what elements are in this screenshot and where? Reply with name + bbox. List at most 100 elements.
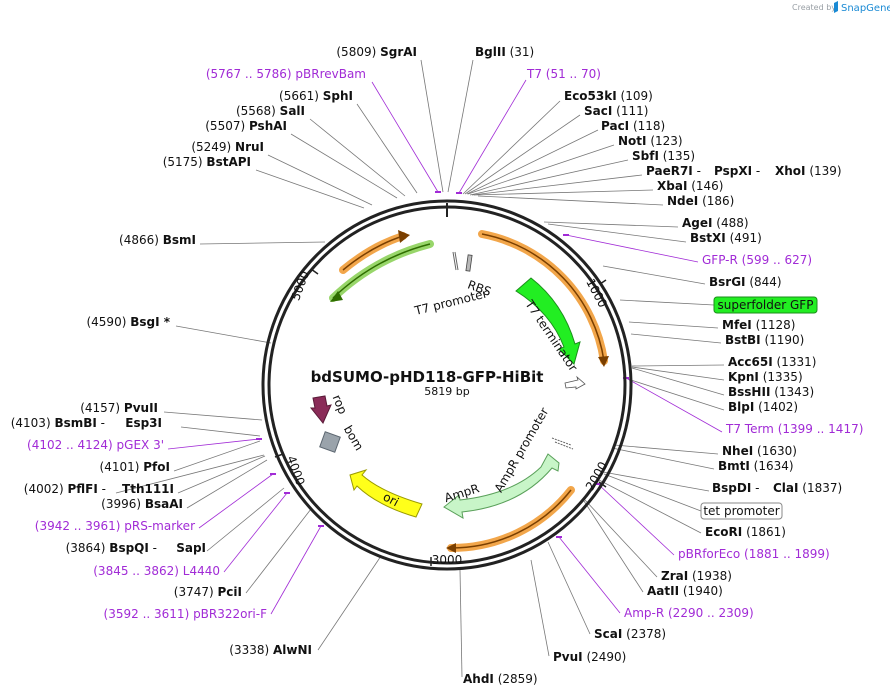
site-label-bstbi[interactable]: BstBI (1190) [725,333,804,347]
site-label-esp3i[interactable]: Esp3I [125,416,162,430]
site-label-xhoi[interactable]: XhoI (139) [775,164,842,178]
leader-line-bsaai [186,459,268,509]
site-label-pshai[interactable]: (5507) PshAI [205,119,287,133]
site-label-paer7i[interactable]: PaeR7I - [646,164,701,178]
backbone-outer-ring [261,199,633,571]
site-label-clai[interactable]: ClaI (1837) [773,481,842,495]
ring-tick-5000: 5000 [288,269,312,302]
boxed-label-superfolder-gfp[interactable]: superfolder GFP [718,298,814,312]
site-label-bspdi[interactable]: BspDI - [712,481,759,495]
site-label-kpni[interactable]: KpnI (1335) [728,370,803,384]
site-label-bstapi[interactable]: (5175) BstAPI [163,155,251,169]
leader-line-gfp-r [565,234,699,263]
leader-line-sgrai [420,59,444,193]
leader-line-pfoi [173,440,261,472]
site-label-eco53ki[interactable]: Eco53kI (109) [564,89,653,103]
leader-line-bsrgi [602,265,706,285]
primer-label-gfp-r[interactable]: GFP-R (599 .. 627) [702,253,812,267]
leader-line-aatii [583,500,644,593]
site-label-pspxi[interactable]: PspXI - [714,164,760,178]
leader-line-superfolder-gfp [619,299,715,306]
site-label-mfei[interactable]: MfeI (1128) [722,318,795,332]
ring-tick-line [274,453,284,458]
site-label-sgrai[interactable]: (5809) SgrAI [336,45,417,59]
site-label-agei[interactable]: AgeI (488) [682,216,749,230]
site-label-nhei[interactable]: NheI (1630) [722,444,797,458]
primer-label-pbrrevbam[interactable]: (5767 .. 5786) pBRrevBam [206,67,366,81]
boxed-label-tet-promoter[interactable]: tet promoter [703,504,779,518]
primer-label-amp-r[interactable]: Amp-R (2290 .. 2309) [624,606,754,620]
site-label-bsaai[interactable]: (3996) BsaAI [101,497,183,511]
site-label-sphi[interactable]: (5661) SphI [279,89,353,103]
feature-label-bom[interactable]: bom [341,423,366,453]
ring-tick-line [599,279,607,285]
leader-line-bglii [447,59,474,193]
leader-line-t7 [458,79,527,194]
site-label-pvui[interactable]: PvuI (2490) [553,650,626,664]
site-label-paci[interactable]: PacI (118) [601,119,665,133]
site-label-blpi[interactable]: BlpI (1402) [728,400,798,414]
site-label-saci[interactable]: SacI (111) [584,104,648,118]
leader-line-amp-r [558,536,621,614]
site-label-bsgi[interactable]: (4590) BsgI * [86,315,170,329]
site-label-pflfi[interactable]: (4002) PflFI - [24,482,106,496]
boxed-label-superfolder-gfp-box [713,296,818,314]
site-label-ecori[interactable]: EcoRI (1861) [705,525,786,539]
site-label-pvuii[interactable]: (4157) PvuII [80,401,158,415]
site-label-sapi[interactable]: SapI [176,541,206,555]
primer-label-pgex-3[interactable]: (4102 .. 4124) pGEX 3' [27,438,164,452]
site-label-bstxi[interactable]: BstXI (491) [690,231,762,245]
site-label-pcii[interactable]: (3747) PciI [174,585,242,599]
leader-line-bspqi [206,487,285,552]
site-label-bglii[interactable]: BglII (31) [475,45,534,59]
site-label-pfoi[interactable]: (4101) PfoI [100,460,170,474]
leader-line-ecori [598,479,702,534]
site-label-bsmi[interactable]: (4866) BsmI [119,233,196,247]
leader-line-pbrrevbam [371,81,439,193]
leader-line-pflfi [115,454,265,494]
leader-line-bstxi [547,223,687,243]
leader-line-pshai [290,133,398,199]
site-label-bsrgi[interactable]: BsrGI (844) [709,275,782,289]
site-label-tth111i[interactable]: Tth111I [122,482,174,496]
leader-line-paci [466,129,599,195]
ring-tick-line [310,268,319,275]
leader-line-alwni [317,555,382,651]
site-label-xbai[interactable]: XbaI (146) [657,179,724,193]
leader-line-ahdi [459,569,463,678]
site-label-acc65i[interactable]: Acc65I (1331) [728,355,816,369]
feature-label-rop[interactable]: rop [330,393,350,416]
primer-label-pbr322ori-f[interactable]: (3592 .. 3611) pBR322ori-F [104,607,268,621]
site-label-bmti[interactable]: BmtI (1634) [718,459,794,473]
site-label-nrui[interactable]: (5249) NruI [191,140,264,154]
primer-label-t7[interactable]: T7 (51 .. 70) [526,67,601,81]
primer-label-pbrforeco[interactable]: pBRforEco (1881 .. 1899) [678,547,830,561]
site-label-ahdi[interactable]: AhdI (2859) [463,672,538,686]
site-label-zrai[interactable]: ZraI (1938) [661,569,732,583]
leader-line-bstbi [630,333,722,344]
primer-label-t7-term[interactable]: T7 Term (1399 .. 1417) [725,422,863,436]
leader-line-noti [467,144,615,195]
site-label-sbfi[interactable]: SbfI (135) [632,149,695,163]
leader-line-ndei [477,195,664,206]
t7-promoter-marker [452,251,459,271]
site-label-sali[interactable]: (5568) SalI [236,104,305,118]
site-label-bsmbi[interactable]: (4103) BsmBI - [11,416,105,430]
ring-tick-3000: 3000 [432,553,463,567]
site-label-ndei[interactable]: NdeI (186) [667,194,734,208]
primer-label-prs-marker[interactable]: (3942 .. 3961) pRS-marker [35,519,195,533]
feature-label-ori[interactable]: ori [381,490,401,510]
leader-line-acc65i [631,364,725,367]
site-label-bspqi[interactable]: (3864) BspQI - [66,541,157,555]
primer-label-l4440[interactable]: (3845 .. 3862) L4440 [93,564,220,578]
leader-line-pvui [530,559,550,657]
feature-label-t7-promoter[interactable]: T7 promoter [412,286,489,318]
site-label-alwni[interactable]: (3338) AlwNI [229,643,312,657]
leader-line-tet-promoter [603,473,702,512]
leader-line-kpni [631,366,725,381]
site-label-scai[interactable]: ScaI (2378) [594,627,666,641]
site-label-aatii[interactable]: AatII (1940) [647,584,723,598]
site-label-noti[interactable]: NotI (123) [618,134,683,148]
site-label-bsshii[interactable]: BssHII (1343) [728,385,814,399]
t7-terminator-marker [564,375,586,390]
